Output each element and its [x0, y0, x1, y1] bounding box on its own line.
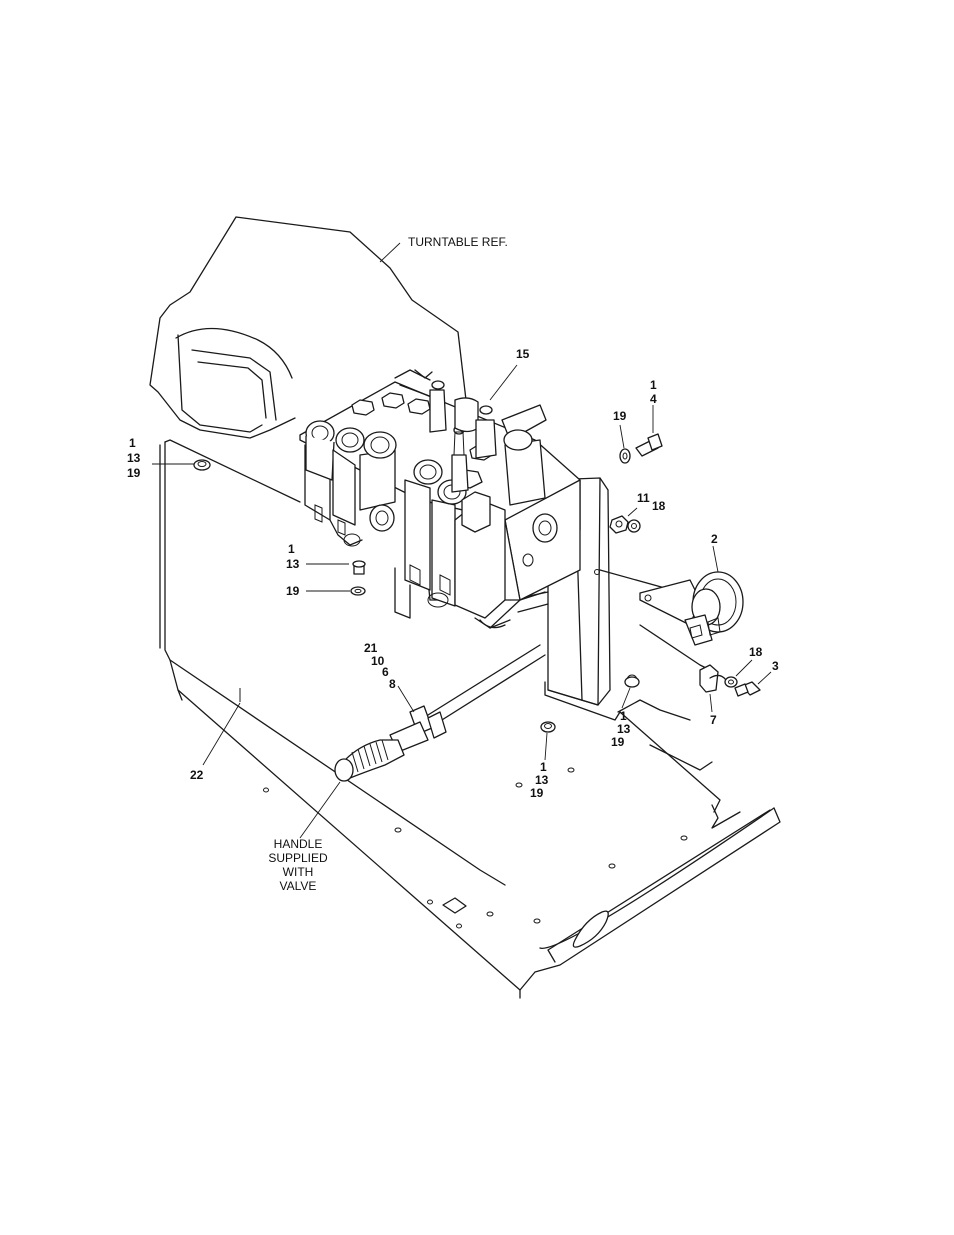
valve-block-assembly: [300, 370, 580, 628]
callout-21: 21: [364, 641, 378, 655]
leader-22: [203, 703, 240, 765]
hardware-screw-1-13-mid: [353, 561, 365, 574]
callout-1-13-mid-line-1: 1: [288, 542, 295, 556]
callout-1-13-19-bottom: 1 13 19: [530, 760, 549, 800]
callout-22: 22: [190, 768, 204, 782]
leader-21-10-6-8: [398, 686, 414, 712]
hardware-fastener-right: [625, 677, 639, 687]
cable-clamp: [700, 665, 726, 692]
leader-19-top: [620, 425, 624, 448]
leader-11-18: [628, 508, 637, 516]
hardware-washer-19-top: [620, 449, 630, 463]
horn: [600, 570, 743, 670]
leader-15: [490, 365, 517, 400]
callout-19-mid: 19: [286, 584, 300, 598]
note-handle-line-3: WITH: [283, 865, 314, 879]
hardware-bolt-1-4: [636, 434, 662, 456]
callout-18-low: 18: [749, 645, 763, 659]
callout-15: 15: [516, 347, 530, 361]
callout-1-13-19-left-line-2: 13: [127, 451, 141, 465]
callout-3: 3: [772, 659, 779, 673]
leader-1-13-19-bottom: [545, 733, 547, 760]
hardware-fastener-left: [194, 460, 210, 470]
callout-11: 11: [637, 491, 650, 505]
hardware-fastener-bottom: [541, 722, 555, 732]
leader-turntable-ref: [380, 243, 400, 262]
leader-3: [758, 672, 771, 684]
callout-1-13-19-left: 1 13 19: [127, 436, 141, 480]
leader-2: [713, 546, 718, 572]
callout-1-13-mid: 1 13: [286, 542, 300, 571]
note-handle-line-4: VALVE: [280, 879, 317, 893]
hardware-washer-18-low: [725, 677, 737, 687]
callout-1-13-19-right: 1 13 19: [611, 709, 631, 749]
callout-1-13-19-right-line-2: 13: [617, 722, 631, 736]
callout-21-10-6-8: 21 10 6 8: [364, 641, 396, 691]
callout-1-13-19-bottom-line-3: 19: [530, 786, 544, 800]
leader-handle: [300, 782, 340, 838]
note-handle-supplied-with-valve: HANDLE SUPPLIED WITH VALVE: [268, 837, 328, 893]
leader-1-13-19-right: [622, 688, 630, 708]
control-cable-handle: [335, 645, 545, 781]
callout-1-4-line-2: 4: [650, 392, 657, 406]
hardware-washer-19-mid: [351, 587, 365, 595]
callout-1-13-19-left-line-1: 1: [129, 436, 136, 450]
solenoid-coils-rear: [305, 421, 396, 546]
callout-6: 6: [382, 665, 389, 679]
callout-7: 7: [710, 713, 717, 727]
callout-1-13-19-left-line-3: 19: [127, 466, 141, 480]
callout-1-13-19-right-line-3: 19: [611, 735, 625, 749]
leader-7: [710, 694, 712, 712]
callout-1-13-mid-line-2: 13: [286, 557, 300, 571]
callout-2: 2: [711, 532, 718, 546]
callout-19-top: 19: [613, 409, 627, 423]
leader-18-low: [736, 660, 752, 676]
callout-1-4: 1 4: [650, 378, 657, 406]
note-handle-line-1: HANDLE: [274, 837, 323, 851]
note-turntable-ref: TURNTABLE REF.: [408, 235, 508, 249]
callout-1-13-19-right-line-1: 1: [620, 709, 627, 723]
hardware-washer-18-top: [628, 520, 640, 532]
callout-8: 8: [389, 677, 396, 691]
hardware-screw-3: [735, 682, 760, 696]
callout-1-4-line-1: 1: [650, 378, 657, 392]
note-handle-line-2: SUPPLIED: [268, 851, 328, 865]
hardware-nut-11: [610, 516, 628, 533]
callout-1-13-19-bottom-line-2: 13: [535, 773, 549, 787]
callout-1-13-19-bottom-line-1: 1: [540, 760, 547, 774]
callout-18-top: 18: [652, 499, 666, 513]
